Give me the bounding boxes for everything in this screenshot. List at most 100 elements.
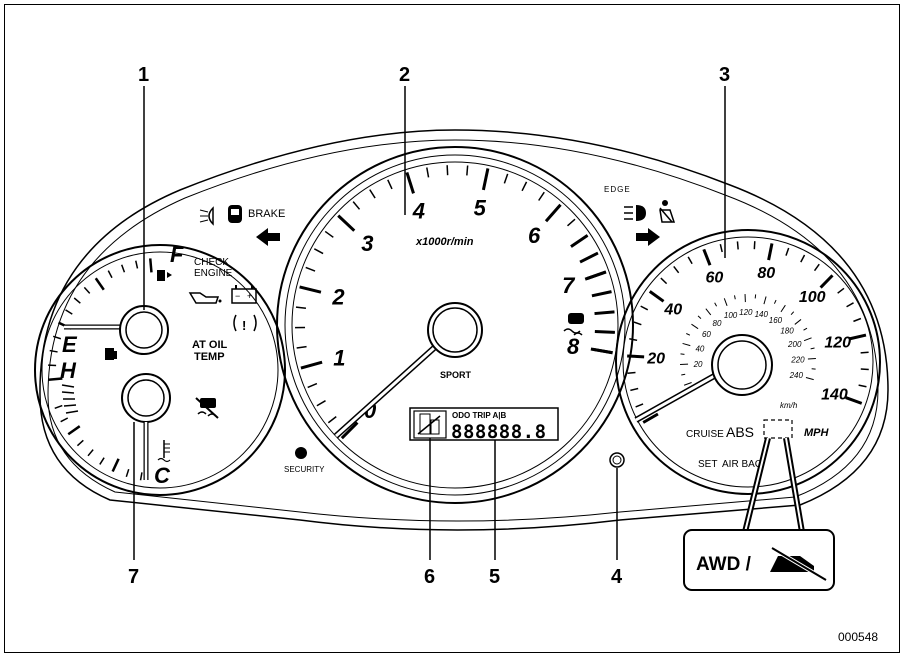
mph-tick: [767, 243, 774, 261]
kmh-number: 120: [739, 308, 753, 317]
mph-number: 140: [821, 386, 848, 403]
tach-tick: [337, 214, 356, 232]
mph-tick: [627, 371, 636, 375]
edge-label: EDGE: [604, 185, 631, 194]
tach-number: 7: [562, 273, 576, 298]
kmh-tick: [682, 342, 691, 347]
tach-tick: [369, 189, 376, 199]
mph-number: 40: [663, 301, 682, 318]
airbag-label: AIR BAG: [722, 459, 763, 470]
mph-number: 100: [799, 289, 826, 306]
left-gauge-tick: [49, 349, 58, 353]
kmh-tick: [803, 337, 812, 342]
left-gauge-tick: [83, 286, 91, 294]
kmh-number: 140: [755, 310, 769, 319]
mph-tick: [858, 384, 867, 388]
tach-tick: [567, 218, 576, 227]
tach-tick: [521, 181, 528, 192]
kmh-tick: [697, 315, 702, 319]
kmh-tick: [734, 295, 736, 300]
tach-number: 4: [412, 199, 425, 224]
kmh-tick: [681, 373, 686, 376]
fuel-pump-icon: [105, 348, 117, 360]
kmh-tick: [691, 323, 699, 330]
tach-tick: [324, 230, 334, 238]
tire-pressure-icon: !: [233, 314, 257, 333]
mph-tick: [648, 290, 665, 303]
mph-tick: [629, 338, 638, 342]
fuel-pump-icon: [157, 270, 172, 281]
odometer-display: [409, 407, 559, 441]
kmh-tick: [683, 382, 692, 386]
left-gauge-tick: [67, 425, 81, 436]
kmh-tick: [790, 311, 795, 315]
redline-segment: [586, 270, 607, 280]
redline-segment: [591, 290, 612, 298]
kmh-number: 20: [693, 360, 703, 369]
tach-tick: [313, 248, 324, 255]
left-gauge: F E H C C: [34, 242, 286, 496]
tach-number: 1: [333, 345, 345, 370]
left-gauge-tick: [87, 449, 94, 457]
kmh-tick: [773, 299, 777, 304]
tach-tick: [481, 168, 490, 191]
callout-2: 2: [399, 64, 410, 86]
left-gauge-tick: [73, 297, 81, 304]
kmh-tick: [780, 304, 786, 313]
tach-tick: [307, 382, 318, 389]
high-beam-icon: [624, 205, 646, 221]
mph-tick: [846, 302, 854, 308]
odo-trip-label: ODO TRIP A|B: [452, 411, 506, 420]
kmh-tick: [763, 296, 767, 305]
kmh-number: 100: [724, 311, 738, 320]
left-gauge-tick: [148, 258, 153, 273]
mph-number: 20: [646, 350, 665, 367]
left-gauge-tick: [94, 277, 105, 291]
svg-text:!: !: [242, 318, 246, 333]
fog-light-icon: [199, 206, 214, 226]
seatbelt-icon: [659, 200, 676, 223]
skid-control-icon: [563, 313, 584, 336]
coolant-icon: [157, 440, 171, 463]
tach-number: 5: [474, 196, 487, 221]
tach-unit-label: x1000r/min: [415, 236, 474, 248]
tach-tick: [352, 201, 361, 210]
trip-reset-knob: [609, 452, 625, 468]
tach-tick: [503, 173, 509, 184]
temp-hot-zone: [61, 384, 79, 414]
mph-tick: [633, 321, 642, 326]
kmh-tick: [714, 302, 718, 307]
left-gauge-tick: [60, 417, 69, 423]
awd-indicator-placeholder: [763, 419, 793, 439]
fuel-full-label: F: [170, 242, 184, 267]
mph-tick: [719, 244, 723, 253]
mph-number: 120: [824, 335, 851, 352]
cluster-housing-inner: [47, 139, 879, 522]
temp-cold-label: C: [154, 463, 171, 488]
mph-tick: [860, 351, 869, 354]
mph-tick: [845, 396, 863, 405]
tach-tick: [426, 167, 430, 178]
figure-id: 000548: [838, 630, 878, 644]
tach-number: 3: [361, 231, 373, 256]
tach-tick: [466, 165, 469, 176]
oil-can-icon: [188, 292, 222, 304]
left-turn-arrow-icon: [256, 228, 280, 246]
callout-3: 3: [719, 64, 730, 86]
tach-tick: [305, 266, 316, 272]
awd-label: AWD /: [696, 554, 752, 575]
left-gauge-tick: [139, 472, 143, 481]
tach-tick: [327, 416, 337, 424]
tach-tick: [538, 191, 545, 201]
callout-1: 1: [138, 64, 149, 86]
tach-number: 6: [528, 223, 541, 248]
kmh-number: 80: [713, 319, 722, 328]
kmh-number: 200: [787, 340, 802, 349]
kmh-tick: [805, 377, 814, 381]
tach-tick: [405, 171, 415, 194]
temp-hot-label: H: [60, 358, 77, 383]
